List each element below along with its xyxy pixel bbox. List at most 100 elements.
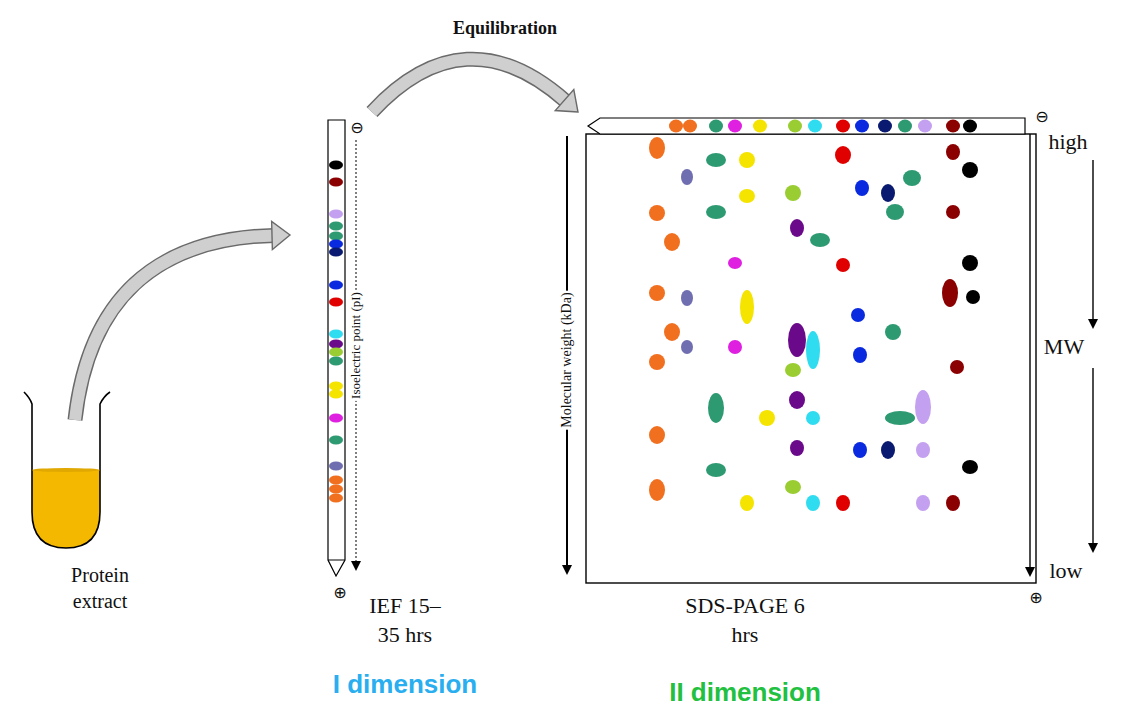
node-caption: SDS-PAGE 6 hrs bbox=[684, 592, 806, 649]
protein-band bbox=[855, 120, 869, 133]
protein-spot bbox=[790, 219, 804, 237]
protein-spot bbox=[806, 411, 820, 425]
ief-strip-node: IEF 15–35 hrsI dimension bbox=[320, 112, 490, 704]
protein-band bbox=[728, 120, 742, 133]
protein-spot bbox=[789, 391, 805, 409]
protein-band bbox=[329, 298, 343, 307]
protein-spot bbox=[649, 137, 665, 159]
node-caption: IEF 15–35 hrs bbox=[359, 592, 451, 649]
protein-band bbox=[329, 240, 343, 249]
block-arrow bbox=[372, 59, 578, 112]
scale-label: low bbox=[1048, 558, 1085, 583]
protein-band bbox=[946, 120, 960, 133]
protein-spot bbox=[740, 290, 754, 324]
polarity-sign: ⊕ bbox=[1027, 589, 1044, 607]
protein-spot bbox=[681, 290, 693, 306]
protein-spot bbox=[853, 442, 867, 458]
protein-band bbox=[669, 120, 683, 133]
protein-spot bbox=[885, 411, 915, 425]
protein-spot bbox=[739, 152, 755, 168]
protein-band bbox=[683, 120, 697, 133]
protein-spot bbox=[739, 189, 755, 203]
block-arrow bbox=[75, 221, 290, 420]
protein-spot bbox=[728, 257, 742, 269]
protein-band bbox=[788, 120, 802, 133]
arrow-body bbox=[372, 59, 566, 112]
protein-band bbox=[963, 120, 977, 133]
protein-spot bbox=[916, 442, 930, 458]
polarity-sign: ⊖ bbox=[348, 119, 365, 137]
protein-band bbox=[329, 436, 343, 445]
protein-spot bbox=[836, 495, 850, 511]
protein-spot bbox=[788, 323, 806, 357]
protein-band bbox=[329, 330, 343, 339]
protein-spot bbox=[916, 495, 930, 511]
protein-spot bbox=[962, 460, 978, 474]
protein-band bbox=[329, 281, 343, 290]
protein-spot bbox=[962, 255, 978, 271]
arrow-body bbox=[75, 235, 274, 420]
node-caption: Protein extract bbox=[45, 562, 155, 614]
protein-spot bbox=[885, 324, 901, 340]
protein-spot bbox=[708, 393, 724, 423]
protein-spot bbox=[785, 363, 801, 377]
protein-spot bbox=[706, 463, 726, 477]
sds-gel bbox=[567, 118, 1093, 583]
protein-band bbox=[329, 248, 343, 257]
protein-band bbox=[808, 120, 822, 133]
protein-spot bbox=[649, 205, 665, 221]
protein-spot bbox=[649, 479, 665, 501]
protein-band bbox=[329, 348, 343, 357]
sample-tube: Protein extract bbox=[20, 390, 160, 625]
protein-band bbox=[329, 340, 343, 349]
protein-spot bbox=[649, 426, 665, 444]
protein-spot bbox=[962, 162, 978, 178]
protein-spot bbox=[886, 204, 904, 220]
protein-band bbox=[329, 210, 343, 219]
protein-band bbox=[329, 357, 343, 366]
protein-spot bbox=[649, 354, 665, 370]
protein-band bbox=[329, 494, 343, 503]
protein-spot bbox=[946, 205, 960, 219]
axis-label: Molecular weight (kDa) bbox=[559, 290, 575, 429]
protein-spot bbox=[810, 233, 830, 247]
arrow-outline bbox=[75, 235, 274, 420]
protein-band bbox=[329, 232, 343, 241]
protein-spot bbox=[851, 308, 865, 322]
protein-band bbox=[878, 120, 892, 133]
protein-band bbox=[329, 161, 343, 170]
test-tube bbox=[24, 392, 110, 548]
protein-spot bbox=[740, 495, 754, 511]
protein-band bbox=[329, 382, 343, 391]
protein-band bbox=[918, 120, 932, 133]
protein-band bbox=[898, 120, 912, 133]
protein-spot bbox=[946, 495, 960, 511]
protein-spot bbox=[915, 390, 931, 424]
protein-spot bbox=[853, 347, 867, 363]
protein-spot bbox=[681, 340, 693, 354]
protein-spot bbox=[942, 279, 958, 307]
dimension-title: II dimension bbox=[625, 676, 865, 710]
protein-spot bbox=[836, 258, 850, 272]
protein-spot bbox=[706, 205, 726, 219]
protein-band bbox=[329, 390, 343, 399]
protein-spot bbox=[855, 180, 869, 196]
protein-spot bbox=[706, 153, 726, 167]
arrow-outline bbox=[372, 59, 566, 112]
protein-spot bbox=[881, 441, 895, 459]
protein-band bbox=[709, 120, 723, 133]
sds-gel-node: SDS-PAGE 6 hrs II dimension bbox=[578, 108, 1083, 708]
protein-spot bbox=[759, 410, 775, 426]
protein-spot bbox=[950, 360, 964, 374]
protein-spot bbox=[728, 340, 742, 354]
protein-spot bbox=[835, 146, 851, 164]
arrow-head bbox=[555, 90, 578, 112]
protein-spot bbox=[806, 495, 820, 511]
protein-spot bbox=[966, 290, 980, 304]
scale-label: high bbox=[1046, 129, 1089, 154]
arrow-head bbox=[272, 221, 290, 249]
protein-band bbox=[329, 414, 343, 423]
protein-spot bbox=[790, 440, 804, 456]
protein-spot bbox=[681, 169, 693, 185]
protein-band bbox=[329, 476, 343, 485]
